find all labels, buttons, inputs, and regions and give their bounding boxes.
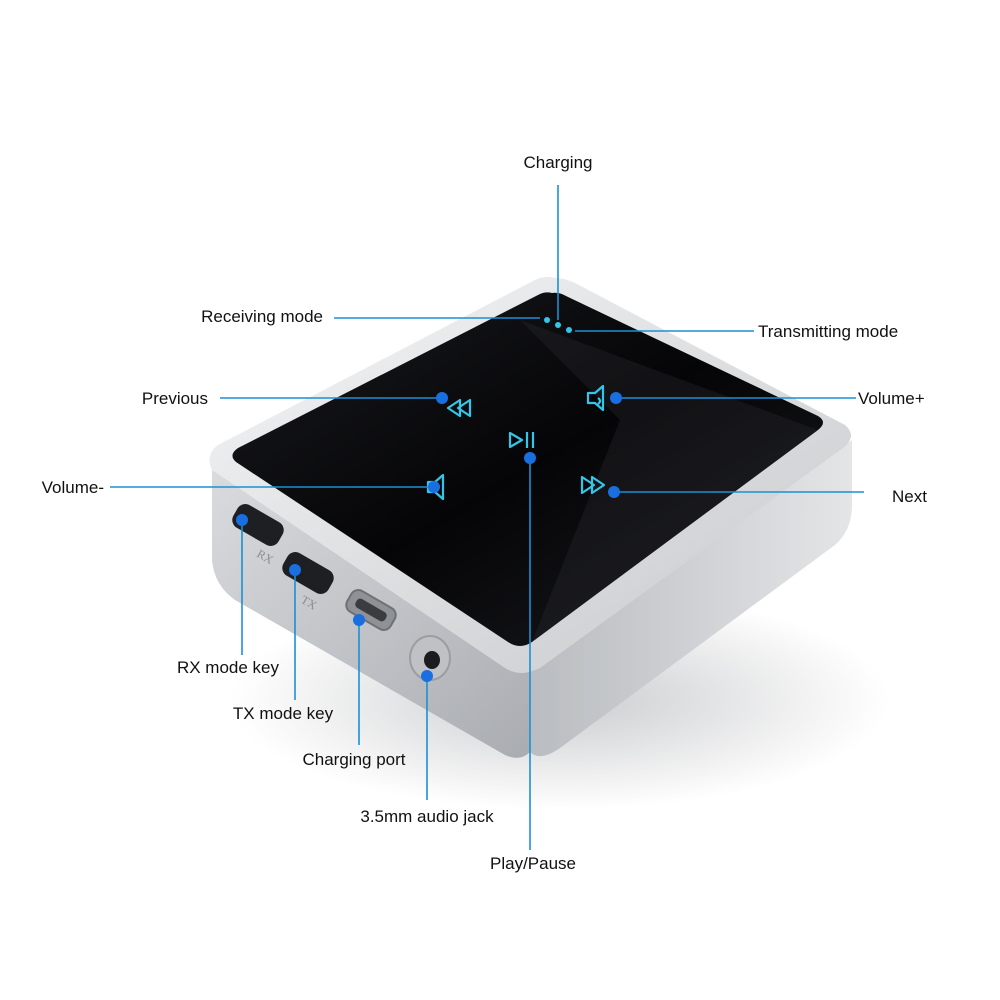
audio-jack-dot — [421, 670, 433, 682]
volume-plus-icon[interactable] — [586, 384, 605, 412]
shell-right-face — [530, 440, 852, 757]
audio-jack-hole — [424, 651, 440, 669]
label-volume-minus: Volume- — [42, 478, 104, 497]
rx-mode-key[interactable] — [229, 501, 287, 550]
charging-port-dot — [353, 614, 365, 626]
charging-port-inner — [355, 598, 387, 622]
receiving-mode-led — [544, 317, 550, 323]
rx-mode-key-dot — [236, 514, 248, 526]
callout-lines — [110, 185, 864, 850]
previous-dot — [436, 392, 448, 404]
transmitting-mode-led — [566, 327, 572, 333]
previous-icon[interactable] — [446, 398, 472, 418]
label-rx-mode-key: RX mode key — [177, 658, 280, 677]
play-pause-dot — [524, 452, 536, 464]
label-charging: Charging — [524, 153, 593, 172]
led-indicators — [544, 317, 572, 333]
label-tx-mode-key: TX mode key — [233, 704, 334, 723]
charging-led — [555, 322, 561, 328]
side-ports: RX TX — [229, 501, 451, 681]
glass-reflection — [520, 320, 818, 642]
play-pause-icon[interactable] — [508, 431, 535, 449]
callout-labels: Charging Receiving mode Transmitting mod… — [42, 153, 928, 873]
tx-mode-key[interactable] — [279, 549, 337, 598]
label-previous: Previous — [142, 389, 208, 408]
label-play-pause: Play/Pause — [490, 854, 576, 873]
glass-touch-panel — [232, 292, 823, 646]
label-audio-jack: 3.5mm audio jack — [360, 807, 494, 826]
next-dot — [608, 486, 620, 498]
label-next: Next — [892, 487, 927, 506]
tx-mode-key-dot — [289, 564, 301, 576]
volume-plus-dot — [610, 392, 622, 404]
callout-dots — [236, 392, 622, 682]
label-transmitting-mode: Transmitting mode — [758, 322, 898, 341]
label-receiving-mode: Receiving mode — [201, 307, 323, 326]
label-volume-plus: Volume+ — [858, 389, 925, 408]
next-icon[interactable] — [580, 475, 606, 495]
volume-minus-dot — [428, 481, 440, 493]
label-charging-port: Charging port — [302, 750, 405, 769]
